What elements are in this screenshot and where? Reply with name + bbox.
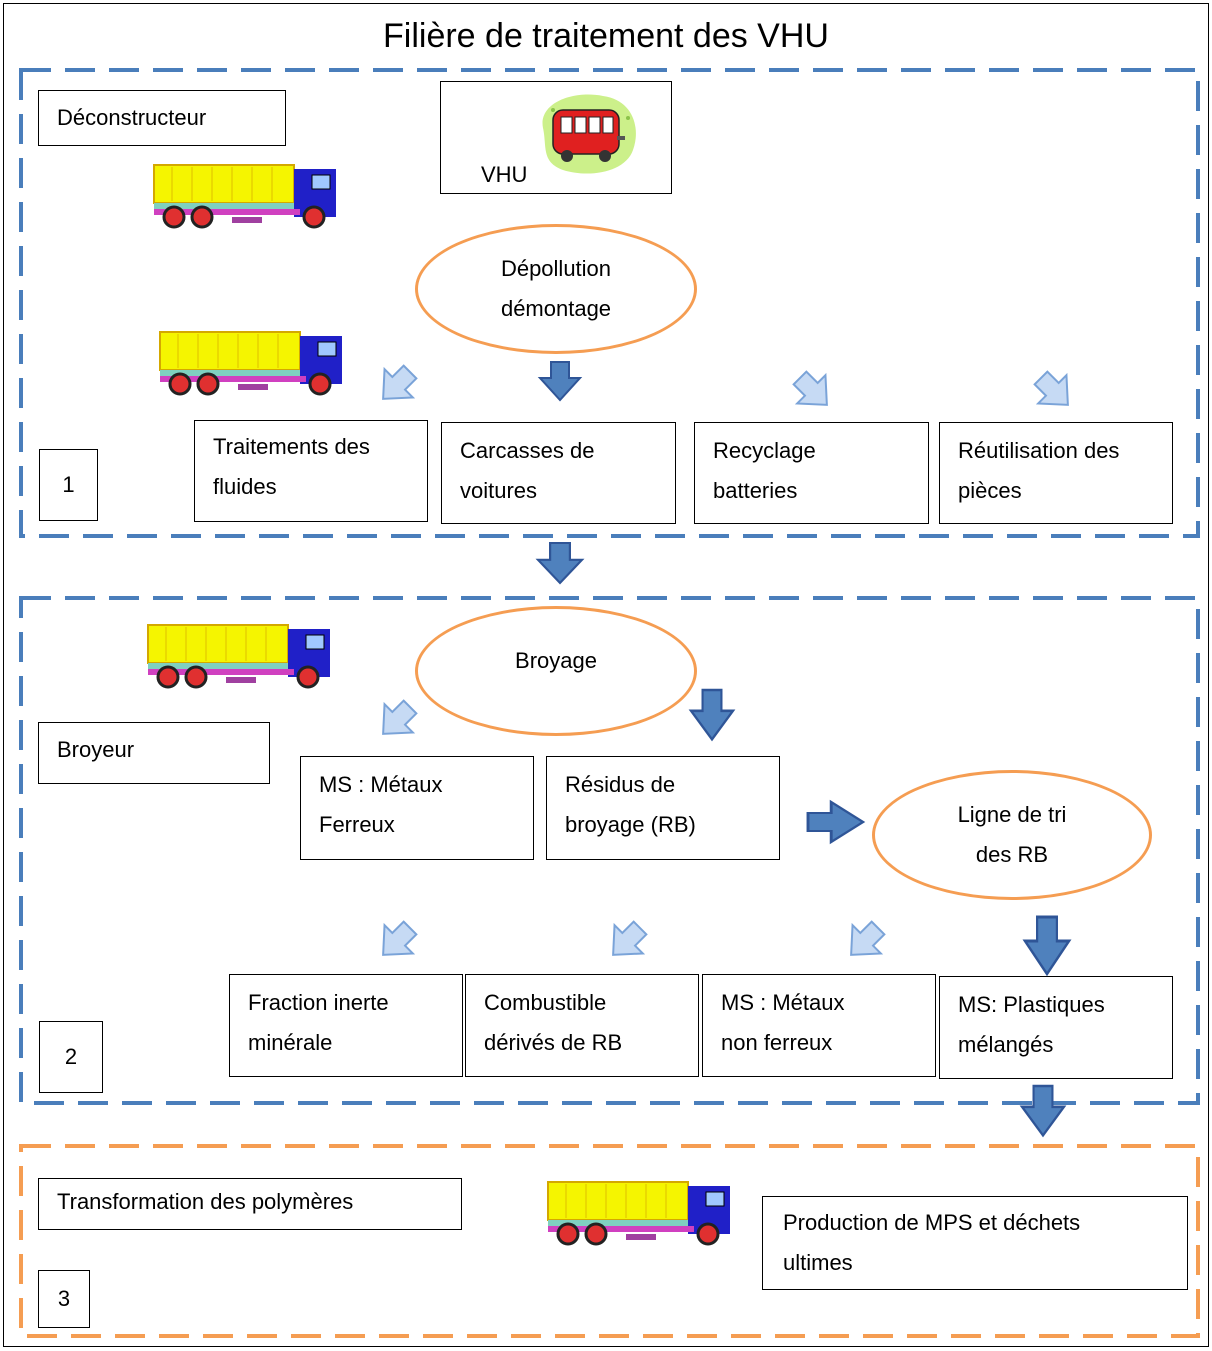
output-line: ultimes <box>783 1250 853 1275</box>
output-line: Traitements des <box>213 434 370 459</box>
output-line: Ferreux <box>319 812 395 837</box>
bus-icon <box>542 94 636 174</box>
section-3-actor-label: Transformation des polymères <box>38 1178 462 1230</box>
section-number: 2 <box>39 1021 103 1093</box>
output-line: voitures <box>460 478 538 503</box>
output-line: minérale <box>248 1030 333 1055</box>
output-line: broyage (RB) <box>565 812 696 837</box>
process-line: Dépollution <box>500 256 612 281</box>
output-line: pièces <box>958 478 1022 503</box>
sorting-line-ellipse: Ligne de tri des RB <box>872 770 1152 900</box>
output-box: Production de MPS et déchets ultimes <box>762 1196 1188 1290</box>
output-line: Combustible <box>484 990 607 1015</box>
arrow-down-left-icon <box>597 912 656 971</box>
output-line: non ferreux <box>721 1030 833 1055</box>
arrow-down-icon <box>689 688 735 741</box>
output-line: batteries <box>713 478 798 503</box>
output-line: Recyclage <box>713 438 816 463</box>
section-1-actor-label: Déconstructeur <box>38 90 286 146</box>
output-line: MS : Métaux <box>319 772 443 797</box>
section-2-border <box>19 596 1200 1105</box>
section-2-actor-label: Broyeur <box>38 722 270 784</box>
output-line: MS: Plastiques <box>958 992 1105 1017</box>
output-box: Carcasses de voitures <box>441 422 676 524</box>
output-box: Traitements des fluides <box>194 420 428 522</box>
section-3-border <box>19 1144 1200 1338</box>
section-number: 1 <box>39 449 98 521</box>
output-box: Combustible dérivés de RB <box>465 974 699 1077</box>
section-1-border <box>19 68 1200 538</box>
process-line: des RB <box>975 842 1049 867</box>
process-broyage-ellipse: Broyage <box>415 606 697 736</box>
output-line: dérivés de RB <box>484 1030 623 1055</box>
vhu-source-box: VHU <box>440 81 672 194</box>
output-box: MS : Métaux non ferreux <box>702 974 936 1077</box>
arrow-down-icon <box>536 541 584 585</box>
diagram-title: Filière de traitement des VHU <box>383 17 829 55</box>
output-line: Résidus de <box>565 772 676 797</box>
truck-icon <box>159 331 342 396</box>
output-box: Recyclage batteries <box>694 422 929 524</box>
output-line: Production de MPS et déchets <box>783 1210 1081 1235</box>
process-depollution-ellipse: Dépollution démontage <box>415 224 697 354</box>
output-box: Résidus de broyage (RB) <box>546 756 780 860</box>
output-line: fluides <box>213 474 277 499</box>
arrow-down-left-icon <box>367 912 426 971</box>
truck-icon <box>153 164 336 229</box>
arrow-down-left-icon <box>367 691 426 750</box>
arrow-right-icon <box>806 800 865 844</box>
diagram-frame <box>3 3 1209 1347</box>
output-box: MS: Plastiques mélangés <box>939 976 1173 1079</box>
arrow-down-icon <box>539 361 581 401</box>
arrow-down-left-icon <box>367 356 426 415</box>
process-line: Ligne de tri <box>957 802 1067 827</box>
output-line: Fraction inerte <box>248 990 389 1015</box>
process-line: Broyage <box>515 648 597 673</box>
output-line: Carcasses de <box>460 438 595 463</box>
vhu-label: VHU <box>481 162 528 187</box>
truck-icon <box>547 1181 730 1246</box>
arrow-down-icon <box>1023 915 1071 976</box>
output-box: Fraction inerte minérale <box>229 974 463 1077</box>
arrow-down-right-icon <box>784 362 843 421</box>
output-line: Réutilisation des <box>958 438 1120 463</box>
arrow-down-left-icon <box>835 912 894 971</box>
output-line: MS : Métaux <box>721 990 845 1015</box>
section-number: 3 <box>38 1270 90 1328</box>
process-line: démontage <box>500 296 612 321</box>
arrow-down-right-icon <box>1025 362 1084 421</box>
truck-icon <box>147 624 330 689</box>
output-line: mélangés <box>958 1032 1054 1057</box>
arrow-down-icon <box>1020 1084 1066 1137</box>
output-box: Réutilisation des pièces <box>939 422 1173 524</box>
